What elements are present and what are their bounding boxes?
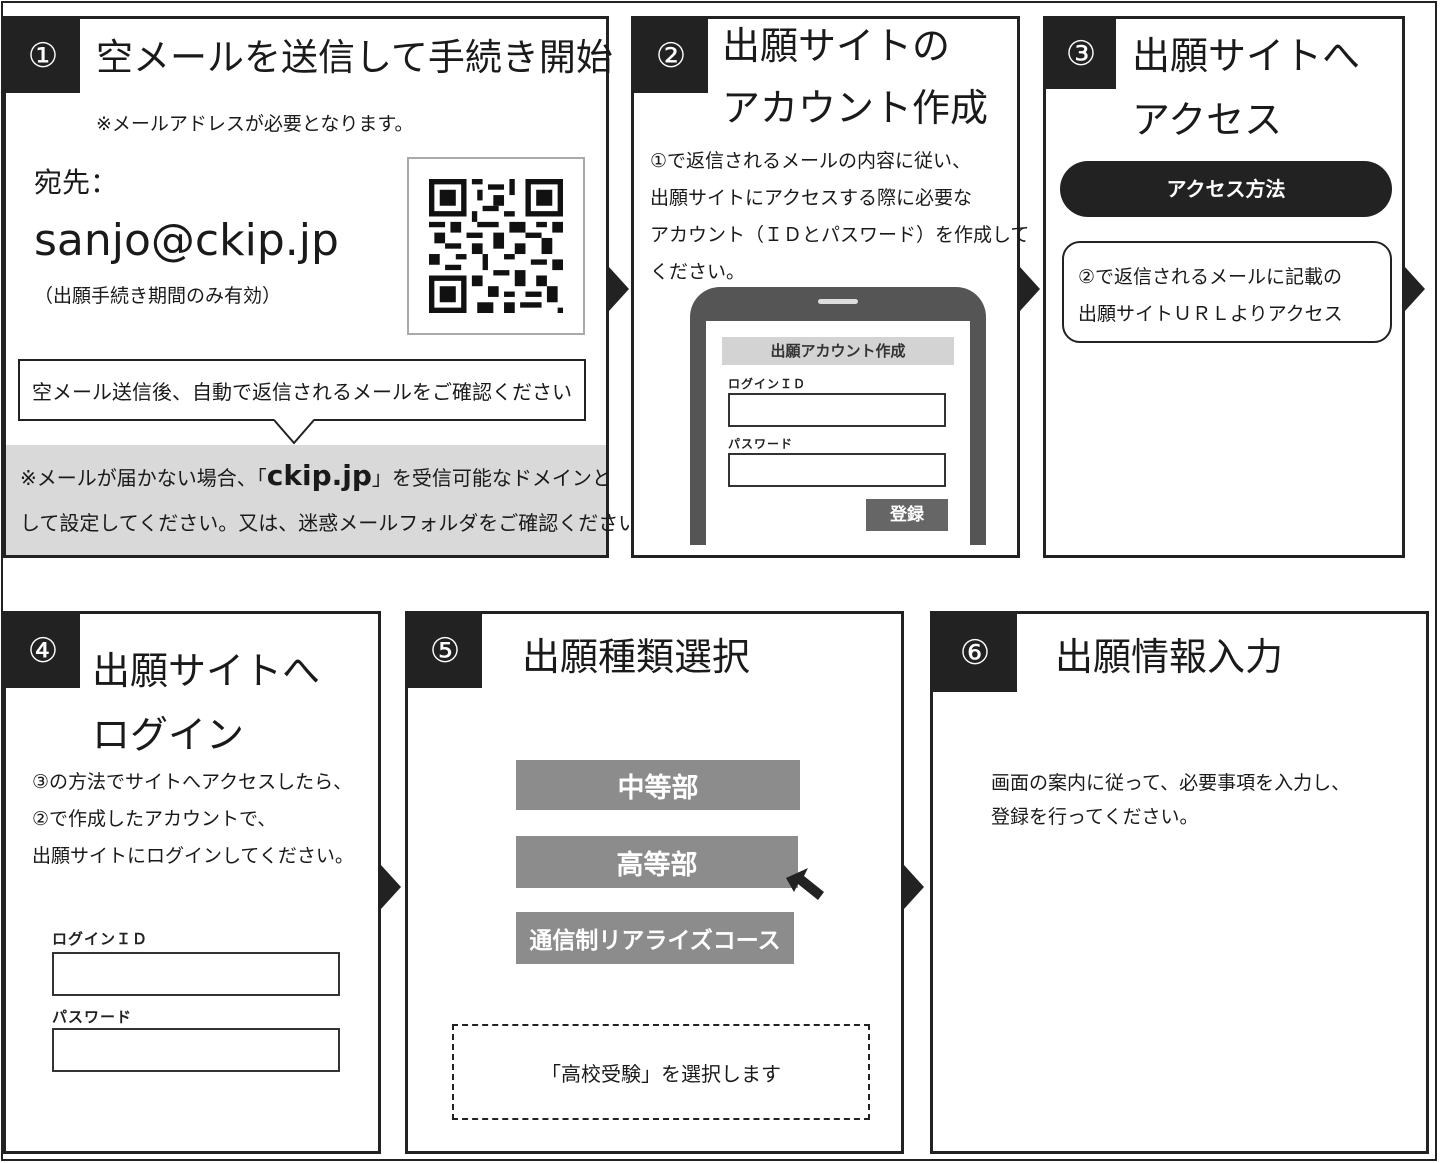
step1-note: ※メールアドレスが必要となります。 [96, 113, 414, 135]
option-correspondence-button[interactable]: 通信制リアライズコース [516, 912, 794, 964]
phone-password-label: パスワード [728, 437, 794, 451]
step6-desc-line: 登録を行ってください。 [991, 806, 1199, 828]
step5-title: 出願種類選択 [522, 635, 751, 679]
step4-login-label: ログインＩＤ [52, 930, 149, 948]
step1-title: 空メールを送信して手続き開始 [96, 36, 613, 79]
arrow-5-to-6-icon [904, 865, 924, 909]
step4-password-label: パスワード [52, 1008, 133, 1026]
access-method-button[interactable]: アクセス方法 [1060, 161, 1392, 217]
warning-domain: ckip.jp [266, 459, 372, 492]
step1-validity: （出願手続き期間のみ有効） [34, 285, 282, 307]
step6-title: 出願情報入力 [1055, 635, 1284, 679]
step6-number: ⑥ [933, 614, 1017, 692]
step5-note-text: 「高校受験」を選択します [541, 1061, 781, 1086]
phone-register-button[interactable]: 登録 [866, 499, 948, 531]
cursor-arrow-icon [786, 868, 824, 900]
step2-panel: ② 出願サイトの アカウント作成 ①で返信されるメールの内容に従い、 出願サイト… [631, 16, 1029, 558]
step3-number: ③ [1046, 19, 1116, 89]
phone-login-input[interactable] [728, 393, 946, 427]
step3-desc-line: 出願サイトＵＲＬよりアクセス [1078, 303, 1343, 325]
warning-prefix: ※メールが届かない場合、「 [20, 466, 267, 490]
step4-title-line2: ログイン [92, 713, 245, 757]
step5-number: ⑤ [408, 614, 482, 688]
qr-code-icon [429, 179, 563, 313]
phone-header: 出願アカウント作成 [722, 337, 954, 365]
qr-code-frame [407, 157, 585, 335]
step4-description: ③の方法でサイトへアクセスしたら、 ②で作成したアカウントで、 出願サイトにログ… [32, 764, 354, 875]
option-high-school-button[interactable]: 高等部 [516, 836, 798, 888]
step4-password-input[interactable] [52, 1028, 340, 1072]
step2-desc-line: アカウント（ＩＤとパスワード）を作成して [650, 224, 1030, 246]
step1-email: sanjo@ckip.jp [34, 215, 339, 266]
step1-to-label: 宛先： [34, 166, 119, 199]
step2-number: ② [634, 19, 708, 93]
step1-warning-line2: して設定してください。又は、迷惑メールフォルダをご確認ください。 [20, 511, 659, 535]
step6-desc-line: 画面の案内に従って、必要事項を入力し、 [991, 772, 1351, 794]
option-junior-high-button[interactable]: 中等部 [516, 760, 800, 810]
callout-pointer-icon [274, 419, 314, 445]
step1-callout: 空メール送信後、自動で返信されるメールをご確認ください [18, 359, 586, 421]
step1-warning-box: ※メールが届かない場合、「ckip.jp」を受信可能なドメインと して設定してく… [6, 445, 658, 555]
step4-desc-line: 出願サイトにログインしてください。 [32, 845, 354, 867]
step4-number: ④ [6, 614, 80, 688]
step2-desc-line: 出願サイトにアクセスする際に必要な [650, 187, 973, 209]
step6-description: 画面の案内に従って、必要事項を入力し、 登録を行ってください。 [991, 766, 1350, 834]
warning-suffix: 」を受信可能なドメインと [371, 466, 612, 490]
step5-panel: ⑤ 出願種類選択 中等部 高等部 通信制リアライズコース 「高校受験」を選択しま… [405, 611, 904, 1154]
step4-login-input[interactable] [52, 952, 340, 996]
step3-desc-line: ②で返信されるメールに記載の [1078, 266, 1343, 288]
phone-mockup: 出願アカウント作成 ログインＩＤ パスワード 登録 [690, 287, 986, 545]
step2-title-line1: 出願サイトの [722, 24, 951, 68]
step3-panel: ③ 出願サイトへ アクセス アクセス方法 ②で返信されるメールに記載の 出願サイ… [1043, 16, 1405, 558]
step2-description: ①で返信されるメールの内容に従い、 出願サイトにアクセスする際に必要な アカウン… [650, 143, 1029, 291]
step1-number: ① [6, 19, 80, 93]
step1-warning-line1: ※メールが届かない場合、「ckip.jp」を受信可能なドメインと [20, 459, 612, 492]
step1-panel: ① 空メールを送信して手続き開始 ※メールアドレスが必要となります。 宛先： s… [3, 16, 658, 558]
step4-desc-line: ③の方法でサイトへアクセスしたら、 [32, 771, 353, 793]
step3-title-line1: 出願サイトへ [1132, 34, 1361, 78]
arrow-3-continue-icon [1405, 267, 1425, 311]
phone-password-input[interactable] [728, 453, 946, 487]
step2-desc-line: ①で返信されるメールの内容に従い、 [650, 150, 972, 172]
step5-note-box: 「高校受験」を選択します [452, 1024, 870, 1120]
step4-title-line1: 出願サイトへ [92, 649, 321, 693]
step4-panel: ④ 出願サイトへ ログイン ③の方法でサイトへアクセスしたら、 ②で作成したアカ… [3, 611, 381, 1154]
step3-title-line2: アクセス [1132, 98, 1283, 142]
step2-desc-line: ください。 [650, 261, 746, 283]
step1-callout-text: 空メール送信後、自動で返信されるメールをご確認ください [32, 379, 572, 404]
phone-speaker-icon [818, 299, 858, 304]
step3-description-box: ②で返信されるメールに記載の 出願サイトＵＲＬよりアクセス [1062, 241, 1392, 343]
phone-login-label: ログインＩＤ [728, 377, 807, 391]
step6-panel: ⑥ 出願情報入力 画面の案内に従って、必要事項を入力し、 登録を行ってください。 [930, 611, 1429, 1154]
step2-title-line2: アカウント作成 [722, 86, 989, 130]
arrow-2-to-3-icon [1020, 267, 1040, 311]
arrow-1-to-2-icon [609, 267, 629, 311]
arrow-4-to-5-icon [381, 865, 401, 909]
step4-desc-line: ②で作成したアカウントで、 [32, 808, 277, 830]
phone-screen: 出願アカウント作成 ログインＩＤ パスワード 登録 [706, 321, 970, 545]
